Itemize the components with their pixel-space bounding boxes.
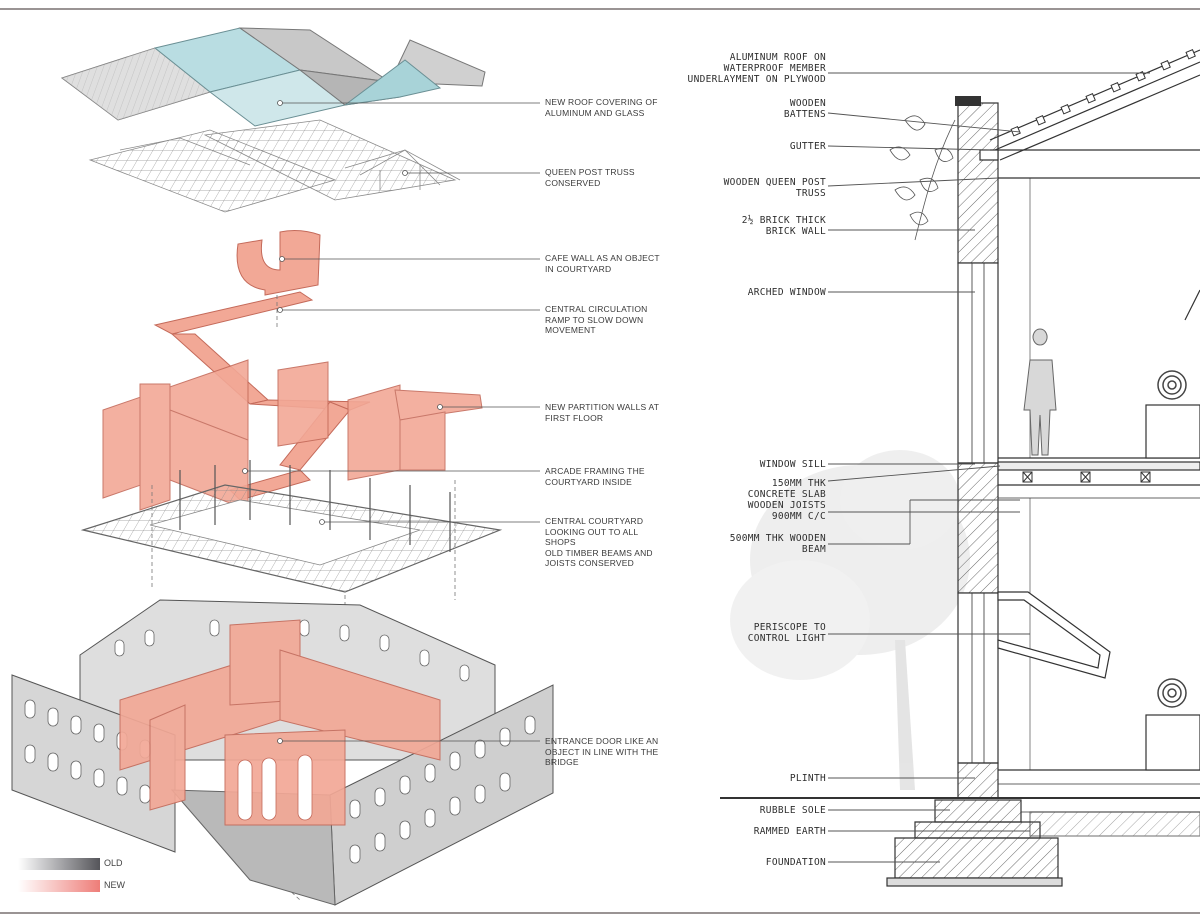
label-queen-post-truss: WOODEN QUEEN POST TRUSS xyxy=(723,177,826,199)
annotation-cafe-wall: CAFE WALL AS AN OBJECT IN COURTYARD xyxy=(545,253,660,274)
legend-old-swatch xyxy=(18,858,100,870)
label-gutter: GUTTER xyxy=(789,141,826,152)
battens xyxy=(1010,49,1196,137)
annotation-roof: NEW ROOF COVERING OF ALUMINUM AND GLASS xyxy=(545,97,658,118)
sculpture-objects xyxy=(1157,370,1187,708)
label-wooden-beam: 500MM THK WOODEN BEAM xyxy=(729,533,826,555)
top-frame-line xyxy=(0,8,1200,10)
tree-entourage xyxy=(730,450,970,790)
annotation-entrance: ENTRANCE DOOR LIKE AN OBJECT IN LINE WIT… xyxy=(545,736,659,767)
legend-new-swatch xyxy=(18,880,100,892)
coping xyxy=(955,96,981,106)
joists xyxy=(1022,471,1151,483)
cafe-wall xyxy=(236,230,321,296)
section-leader-lines xyxy=(827,72,1150,863)
foundation xyxy=(720,797,1200,887)
label-battens: WOODEN BATTENS xyxy=(783,98,826,120)
periscope xyxy=(997,591,1111,679)
partition-walls xyxy=(102,359,483,511)
floor-grid xyxy=(80,484,503,593)
label-brick-wall: 2½ BRICK THICK BRICK WALL xyxy=(741,215,826,237)
label-arched-window: ARCHED WINDOW xyxy=(747,287,826,298)
annotation-truss: QUEEN POST TRUSS CONSERVED xyxy=(545,167,635,188)
label-periscope: PERISCOPE TO CONTROL LIGHT xyxy=(747,622,826,644)
annotation-ramp: CENTRAL CIRCULATION RAMP TO SLOW DOWN MO… xyxy=(545,304,648,335)
annotation-arcade: ARCADE FRAMING THE COURTYARD INSIDE xyxy=(545,466,645,487)
roof-section xyxy=(979,49,1200,321)
human-figure xyxy=(1023,328,1057,456)
columns xyxy=(179,460,451,552)
window-openings xyxy=(24,619,536,864)
label-concrete-slab: 150MM THK CONCRETE SLAB xyxy=(747,478,826,500)
label-aluminum-roof: ALUMINUM ROOF ON WATERPROOF MEMBER UNDER… xyxy=(687,52,826,85)
label-window-sill: WINDOW SILL xyxy=(759,459,826,470)
floor-slabs xyxy=(997,178,1200,785)
label-rubble-sole: RUBBLE SOLE xyxy=(759,805,826,816)
roof-layer xyxy=(60,27,486,127)
axo-leader-lines xyxy=(242,100,540,744)
bottom-frame-line xyxy=(0,912,1200,914)
label-wooden-joists: WOODEN JOISTS 900MM C/C xyxy=(747,500,826,522)
brick-wall xyxy=(957,102,999,799)
annotation-courtyard: CENTRAL COURTYARD LOOKING OUT TO ALL SHO… xyxy=(545,516,653,568)
label-rammed-earth: RAMMED EARTH xyxy=(753,826,826,837)
label-plinth: PLINTH xyxy=(789,773,826,784)
annotation-partition: NEW PARTITION WALLS AT FIRST FLOOR xyxy=(545,402,660,423)
label-foundation: FOUNDATION xyxy=(765,857,826,868)
legend-old-label: OLD xyxy=(104,858,123,868)
ground-new-walls xyxy=(119,619,441,826)
legend-new-label: NEW xyxy=(104,880,125,890)
entrance-arches xyxy=(237,754,313,821)
ivy-branch xyxy=(889,115,956,241)
truss-layer xyxy=(88,119,461,213)
